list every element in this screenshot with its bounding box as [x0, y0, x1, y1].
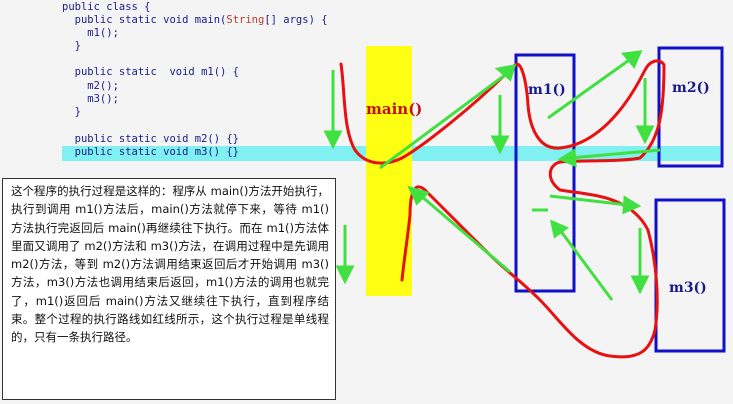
green-arrows [323, 50, 661, 301]
m2-label: m2() [672, 80, 710, 96]
code-line: m1(); [62, 27, 119, 39]
code-line: } [62, 106, 81, 118]
main-label: main() [366, 100, 423, 118]
code-line: public class { [62, 1, 151, 13]
code-line: public static void m2() {} [62, 133, 240, 145]
code-line: public static void main(String[] args) { [62, 14, 328, 26]
code-line: } [62, 40, 81, 52]
m1-box [514, 53, 576, 293]
string-keyword: String [226, 14, 265, 26]
code-listing: public class { public static void main(S… [0, 0, 328, 158]
m3-box [654, 198, 726, 353]
m2-box [657, 46, 724, 168]
description-box: 这个程序的执行过程是这样的：程序从 main()方法开始执行，执行到调用 m1(… [2, 178, 336, 400]
m3-label: m3() [669, 280, 707, 296]
code-line: public static void m3() {} [62, 146, 240, 158]
code-line: m3(); [62, 93, 119, 105]
m1-label: m1() [528, 82, 566, 98]
code-line: m2(); [62, 80, 119, 92]
code-line: public static void m1() { [62, 66, 240, 78]
